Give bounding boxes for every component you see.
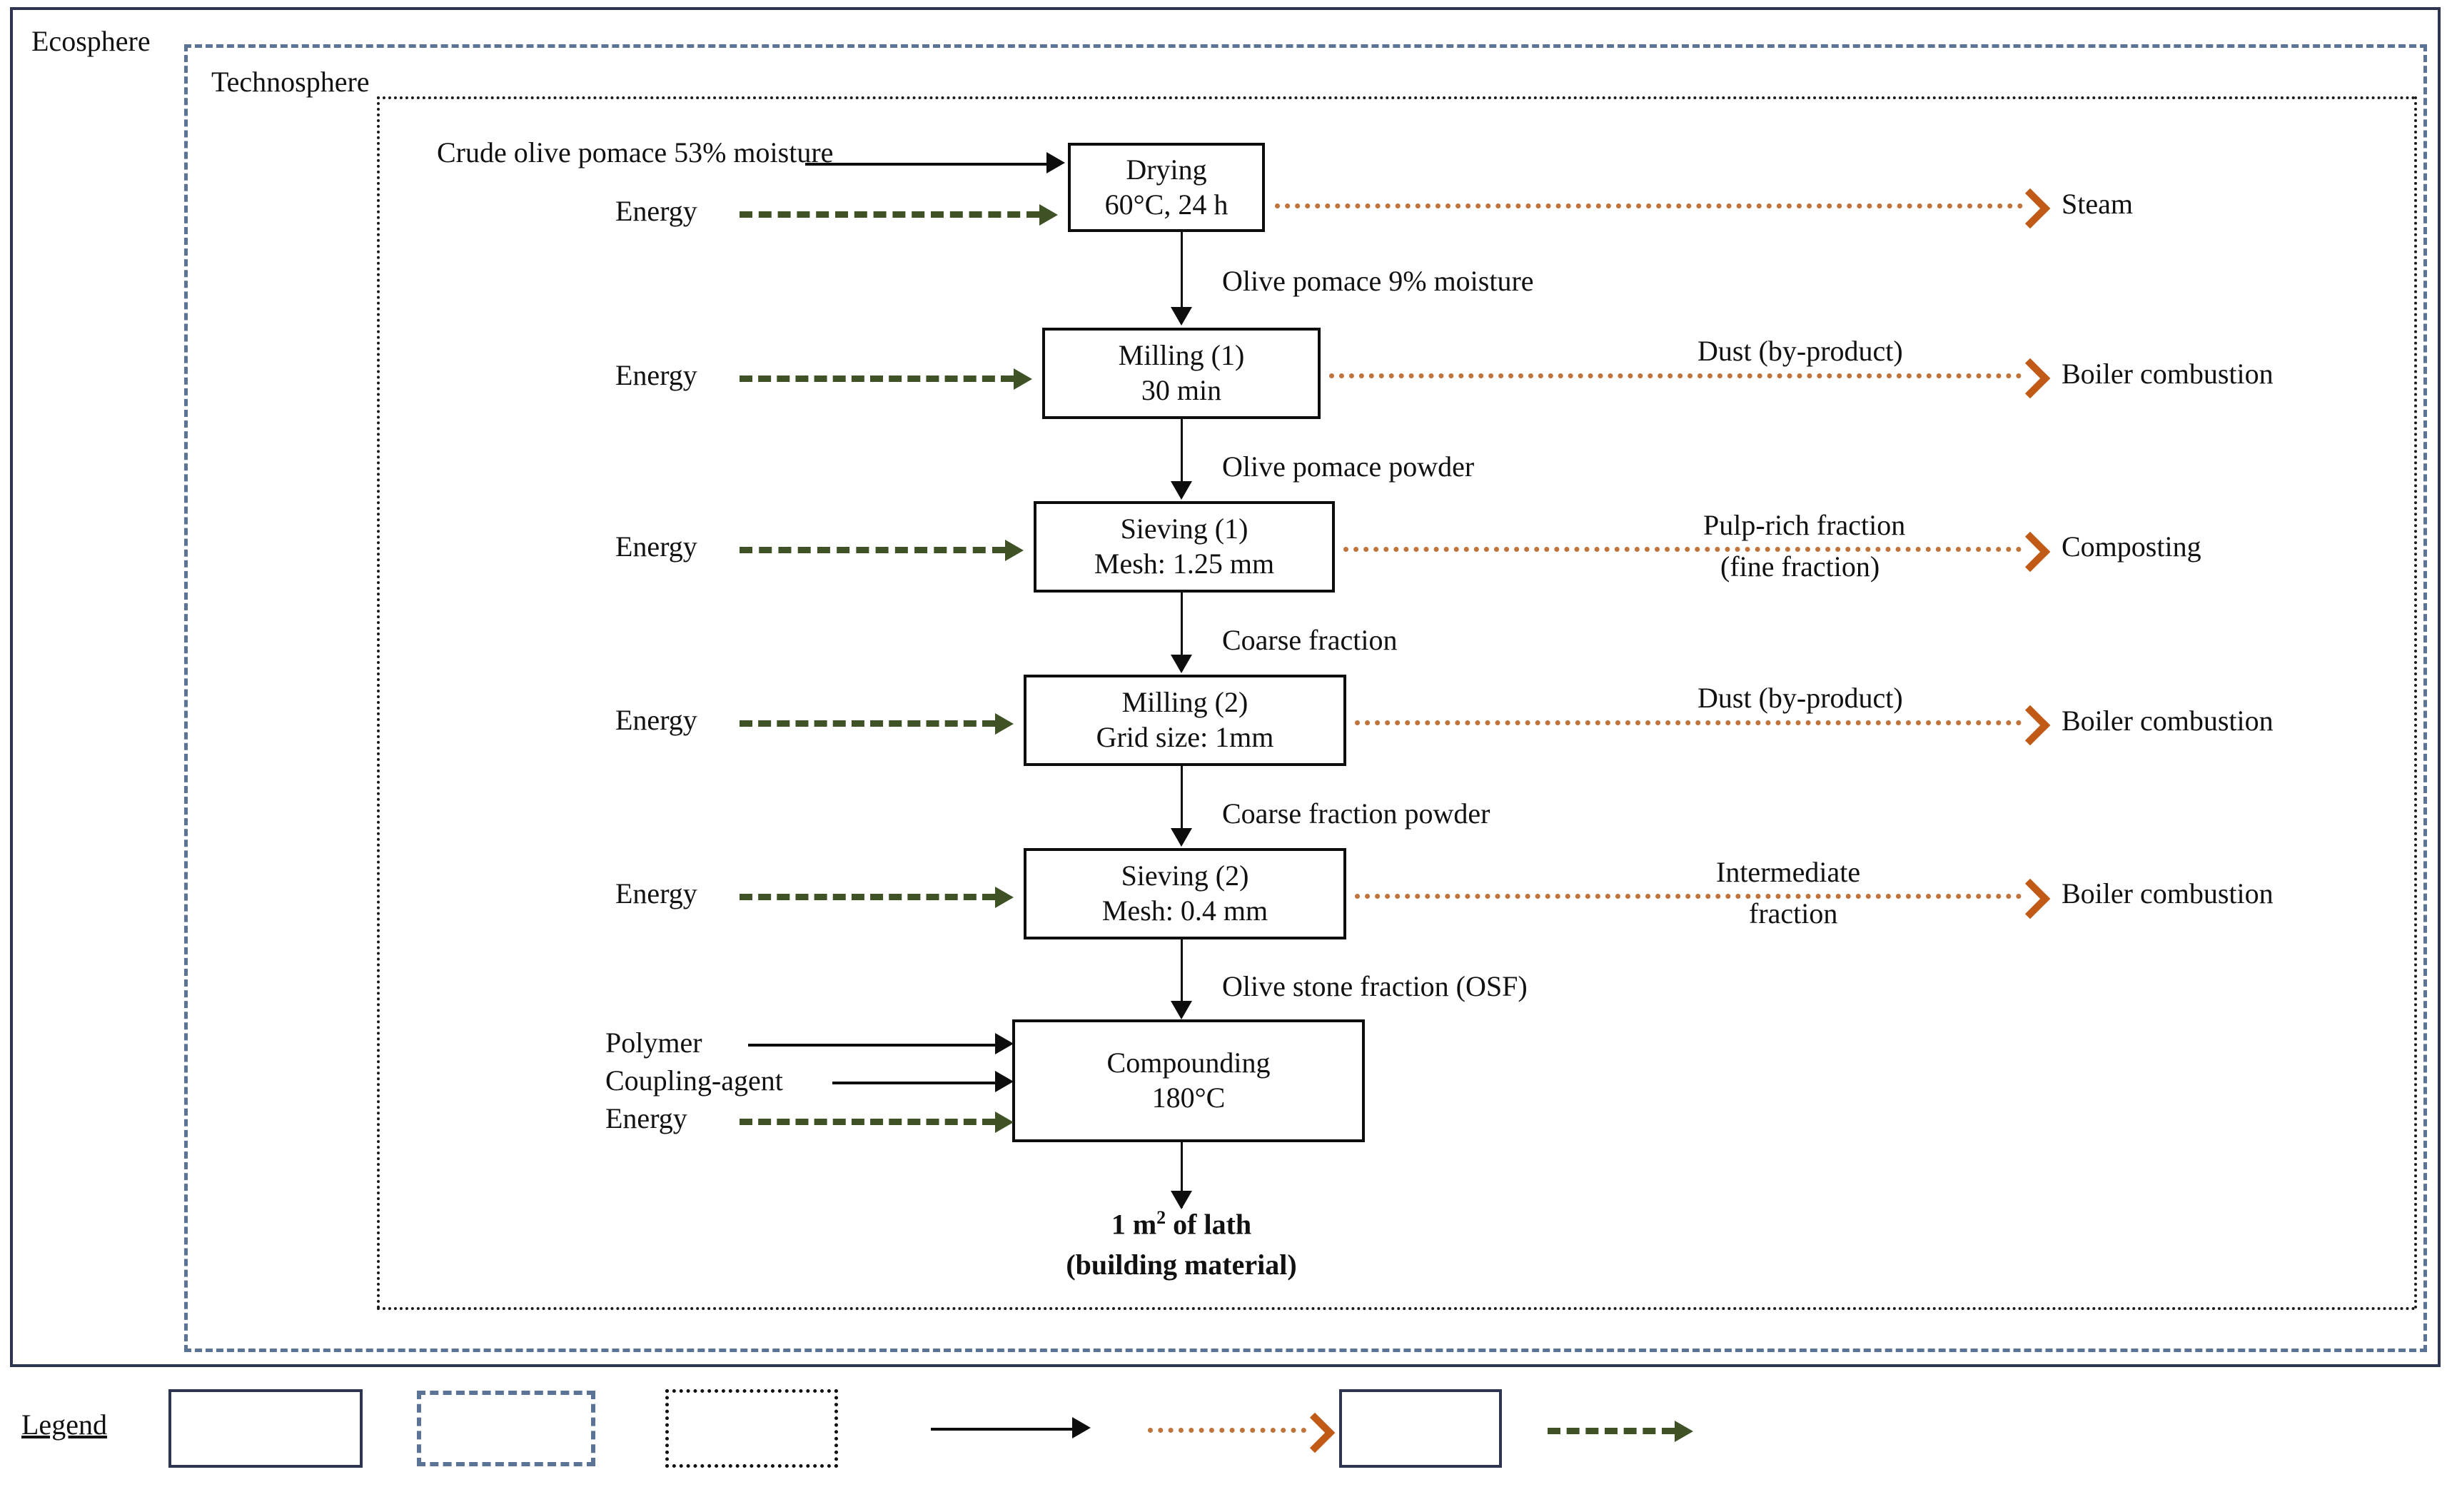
arrowhead-energy-milling-1 <box>1014 368 1032 390</box>
legend-solid-arrow-line <box>931 1428 1072 1431</box>
input-label-energy-drying: Energy <box>615 195 697 227</box>
ecosphere-boundary <box>10 7 2441 1367</box>
process-title: Drying <box>1126 153 1207 186</box>
final-product-line-2: (building material) <box>1066 1249 1297 1281</box>
process-detail: Grid size: 1mm <box>1096 721 1274 753</box>
legend-dashed-arrowhead <box>1675 1421 1693 1442</box>
arrowhead-to-sieving-2 <box>1171 828 1192 847</box>
legend-chevron-arrowhead <box>1294 1412 1336 1453</box>
byproduct-line-dust-1 <box>1329 373 2022 378</box>
flow-line-to-milling-1 <box>1181 232 1183 309</box>
byproduct-flow-label-dust-1: Dust (by-product) <box>1697 335 1903 367</box>
byproduct-destination-composting: Composting <box>2062 530 2201 563</box>
legend-dashed-arrow-line <box>1548 1428 1675 1434</box>
process-detail: 30 min <box>1141 374 1222 406</box>
product-amount-superscript: 2 <box>1156 1207 1166 1228</box>
legend-dotted-arrow-line <box>1148 1428 1306 1433</box>
flow-line-coupling-agent <box>832 1082 995 1084</box>
intermediate-label-after-sieving-2: Olive stone fraction (OSF) <box>1222 970 1528 1002</box>
final-product-line-1: 1 m2 of lath <box>1028 1206 1335 1241</box>
system-boundary <box>377 96 2417 1310</box>
process-box-drying[interactable]: Drying 60°C, 24 h <box>1068 143 1265 232</box>
process-box-milling-2[interactable]: Milling (2) Grid size: 1mm <box>1024 675 1346 766</box>
input-label-energy-milling-2: Energy <box>615 704 697 736</box>
process-detail: Mesh: 1.25 mm <box>1094 548 1275 580</box>
arrowhead-feedstock <box>1046 152 1065 173</box>
energy-line-compounding <box>740 1119 995 1125</box>
byproduct-line-dust-2 <box>1355 720 2022 725</box>
process-detail: 180°C <box>1151 1082 1226 1114</box>
process-box-sieving-2[interactable]: Sieving (2) Mesh: 0.4 mm <box>1024 848 1346 939</box>
energy-line-drying <box>740 211 1039 218</box>
intermediate-label-after-milling-2: Coarse fraction powder <box>1222 797 1490 830</box>
arrowhead-to-product <box>1171 1191 1192 1209</box>
byproduct-destination-boiler-3: Boiler combustion <box>2062 877 2274 909</box>
input-label-energy-sieving-2: Energy <box>615 877 697 909</box>
legend-solid-arrowhead <box>1072 1417 1091 1438</box>
byproduct-flow-label-dust-2: Dust (by-product) <box>1697 682 1903 714</box>
byproduct-line-steam <box>1275 203 2023 208</box>
byproduct-flow-label-intermediate-line1: Intermediate <box>1716 856 1861 888</box>
process-title: Milling (2) <box>1121 686 1248 719</box>
arrowhead-energy-compounding <box>995 1112 1014 1133</box>
intermediate-label-after-milling-1: Olive pomace powder <box>1222 450 1475 483</box>
legend-process-box-swatch <box>1339 1389 1502 1468</box>
product-amount-suffix: of lath <box>1166 1208 1252 1241</box>
byproduct-destination-steam: Steam <box>2062 188 2133 220</box>
process-title: Sieving (2) <box>1121 860 1249 892</box>
flow-line-to-product <box>1181 1142 1183 1208</box>
arrowhead-polymer <box>995 1033 1014 1054</box>
arrowhead-to-milling-1 <box>1171 307 1192 326</box>
energy-line-sieving-2 <box>740 894 995 900</box>
byproduct-flow-label-pulp-rich-line2: (fine fraction) <box>1720 550 1880 583</box>
intermediate-label-after-sieving-1: Coarse fraction <box>1222 624 1398 656</box>
flow-line-feedstock <box>805 163 1046 166</box>
arrowhead-energy-drying <box>1039 204 1058 226</box>
byproduct-line-pulp-rich <box>1343 547 2022 552</box>
intermediate-label-after-drying: Olive pomace 9% moisture <box>1222 265 1534 297</box>
byproduct-flow-label-pulp-rich-line1: Pulp-rich fraction <box>1703 509 1906 541</box>
flow-line-to-milling-2 <box>1181 593 1183 671</box>
arrowhead-energy-milling-2 <box>995 713 1014 735</box>
technosphere-boundary <box>184 44 2427 1352</box>
byproduct-destination-boiler-1: Boiler combustion <box>2062 358 2274 390</box>
input-label-feedstock: Crude olive pomace 53% moisture <box>437 136 834 168</box>
arrowhead-to-sieving-1 <box>1171 481 1192 500</box>
process-box-milling-1[interactable]: Milling (1) 30 min <box>1042 328 1321 419</box>
legend-dotted-box-swatch <box>665 1389 838 1468</box>
product-amount-prefix: 1 m <box>1111 1208 1157 1241</box>
arrowhead-to-compounding <box>1171 1001 1192 1019</box>
byproduct-flow-label-intermediate-line2: fraction <box>1749 897 1838 929</box>
process-box-sieving-1[interactable]: Sieving (1) Mesh: 1.25 mm <box>1034 501 1335 593</box>
input-label-energy-compounding: Energy <box>605 1102 687 1134</box>
arrowhead-energy-sieving-1 <box>1005 540 1024 561</box>
legend-title: Legend <box>21 1408 107 1441</box>
flow-line-to-sieving-2 <box>1181 766 1183 845</box>
technosphere-label: Technosphere <box>206 68 375 96</box>
flow-line-to-compounding <box>1181 939 1183 1017</box>
flow-line-polymer <box>748 1044 995 1047</box>
byproduct-line-intermediate <box>1355 894 2022 899</box>
byproduct-destination-boiler-2: Boiler combustion <box>2062 705 2274 737</box>
legend-dashed-box-swatch <box>417 1391 595 1466</box>
process-title: Compounding <box>1106 1047 1271 1079</box>
input-label-polymer: Polymer <box>605 1027 702 1059</box>
process-box-compounding[interactable]: Compounding 180°C <box>1012 1019 1365 1142</box>
input-label-coupling-agent: Coupling-agent <box>605 1064 783 1097</box>
energy-line-milling-1 <box>740 376 1014 382</box>
process-title: Milling (1) <box>1118 339 1245 372</box>
process-title: Sieving (1) <box>1120 513 1248 545</box>
arrowhead-coupling-agent <box>995 1071 1014 1092</box>
energy-line-milling-2 <box>740 720 995 727</box>
process-detail: Mesh: 0.4 mm <box>1101 894 1268 927</box>
process-detail: 60°C, 24 h <box>1104 188 1228 221</box>
legend-solid-box-swatch <box>168 1389 363 1468</box>
ecosphere-label: Ecosphere <box>26 27 156 56</box>
energy-line-sieving-1 <box>740 547 1005 553</box>
arrowhead-to-milling-2 <box>1171 655 1192 673</box>
flow-line-to-sieving-1 <box>1181 419 1183 498</box>
input-label-energy-sieving-1: Energy <box>615 530 697 563</box>
arrowhead-energy-sieving-2 <box>995 887 1014 908</box>
input-label-energy-milling-1: Energy <box>615 359 697 391</box>
